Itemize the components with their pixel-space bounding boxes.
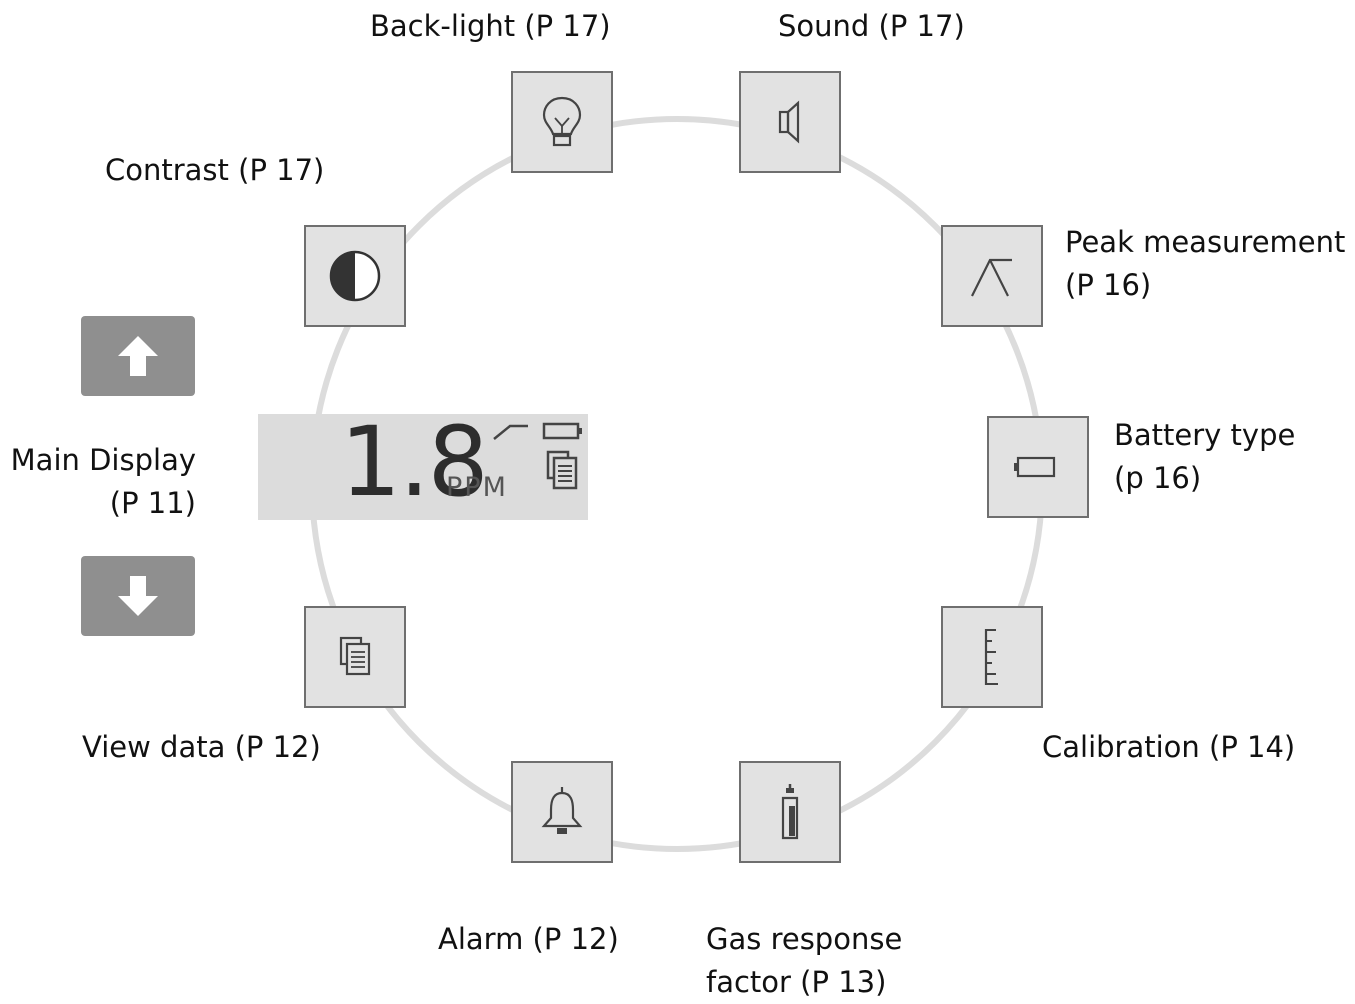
display-unit: PPM	[446, 472, 508, 503]
battery-icon	[1014, 456, 1056, 478]
battery-type-label: Battery type (p 16)	[1114, 414, 1295, 500]
display-battery-icon	[542, 422, 582, 440]
lightbulb-icon	[542, 96, 582, 147]
contrast-label: Contrast (P 17)	[105, 153, 325, 187]
speaker-icon	[778, 100, 800, 144]
main-display-label-line1: Main Display	[10, 443, 196, 477]
alarm-tile[interactable]	[511, 761, 613, 863]
peak-measurement-label-line2: (P 16)	[1065, 268, 1152, 302]
sound-tile[interactable]	[739, 71, 841, 173]
gas-response-factor-label-line1: Gas response	[706, 922, 903, 956]
bell-icon	[541, 787, 583, 834]
battery-type-label-line2: (p 16)	[1114, 461, 1202, 495]
battery-type-tile[interactable]	[987, 416, 1089, 518]
gas-response-factor-tile[interactable]	[739, 761, 841, 863]
view-data-tile[interactable]	[304, 606, 406, 708]
gas-response-factor-label: Gas response factor (P 13)	[706, 918, 902, 1004]
backlight-label: Back-light (P 17)	[370, 9, 611, 43]
calibration-tile[interactable]	[941, 606, 1043, 708]
contrast-tile[interactable]	[304, 225, 406, 327]
backlight-tile[interactable]	[511, 71, 613, 173]
arrow-down-icon	[118, 576, 158, 616]
peak-measurement-tile[interactable]	[941, 225, 1043, 327]
calibration-label: Calibration (P 14)	[1042, 730, 1296, 764]
sound-label: Sound (P 17)	[778, 9, 965, 43]
peak-measurement-label-line1: Peak measurement	[1065, 225, 1346, 259]
documents-icon	[339, 636, 371, 676]
gas-response-factor-label-line2: factor (P 13)	[706, 965, 887, 999]
battery-type-label-line1: Battery type	[1114, 418, 1296, 452]
display-reading: 1.8	[340, 406, 489, 518]
gas-cylinder-icon	[781, 784, 799, 840]
ruler-icon	[984, 629, 998, 685]
main-display-label-line2: (P 11)	[109, 486, 196, 520]
up-button[interactable]	[81, 316, 195, 396]
main-display-screen[interactable]: 1.8 PPM	[258, 406, 588, 520]
arrow-up-icon	[118, 336, 158, 376]
contrast-icon	[329, 250, 381, 302]
peak-measurement-label: Peak measurement (P 16)	[1065, 221, 1345, 307]
main-display-label: Main Display (P 11)	[10, 439, 196, 525]
peak-icon	[971, 258, 1012, 297]
display-peak-icon	[493, 424, 528, 440]
display-documents-icon	[546, 450, 578, 490]
down-button[interactable]	[81, 556, 195, 636]
view-data-label: View data (P 12)	[82, 730, 321, 764]
alarm-label: Alarm (P 12)	[438, 922, 619, 956]
